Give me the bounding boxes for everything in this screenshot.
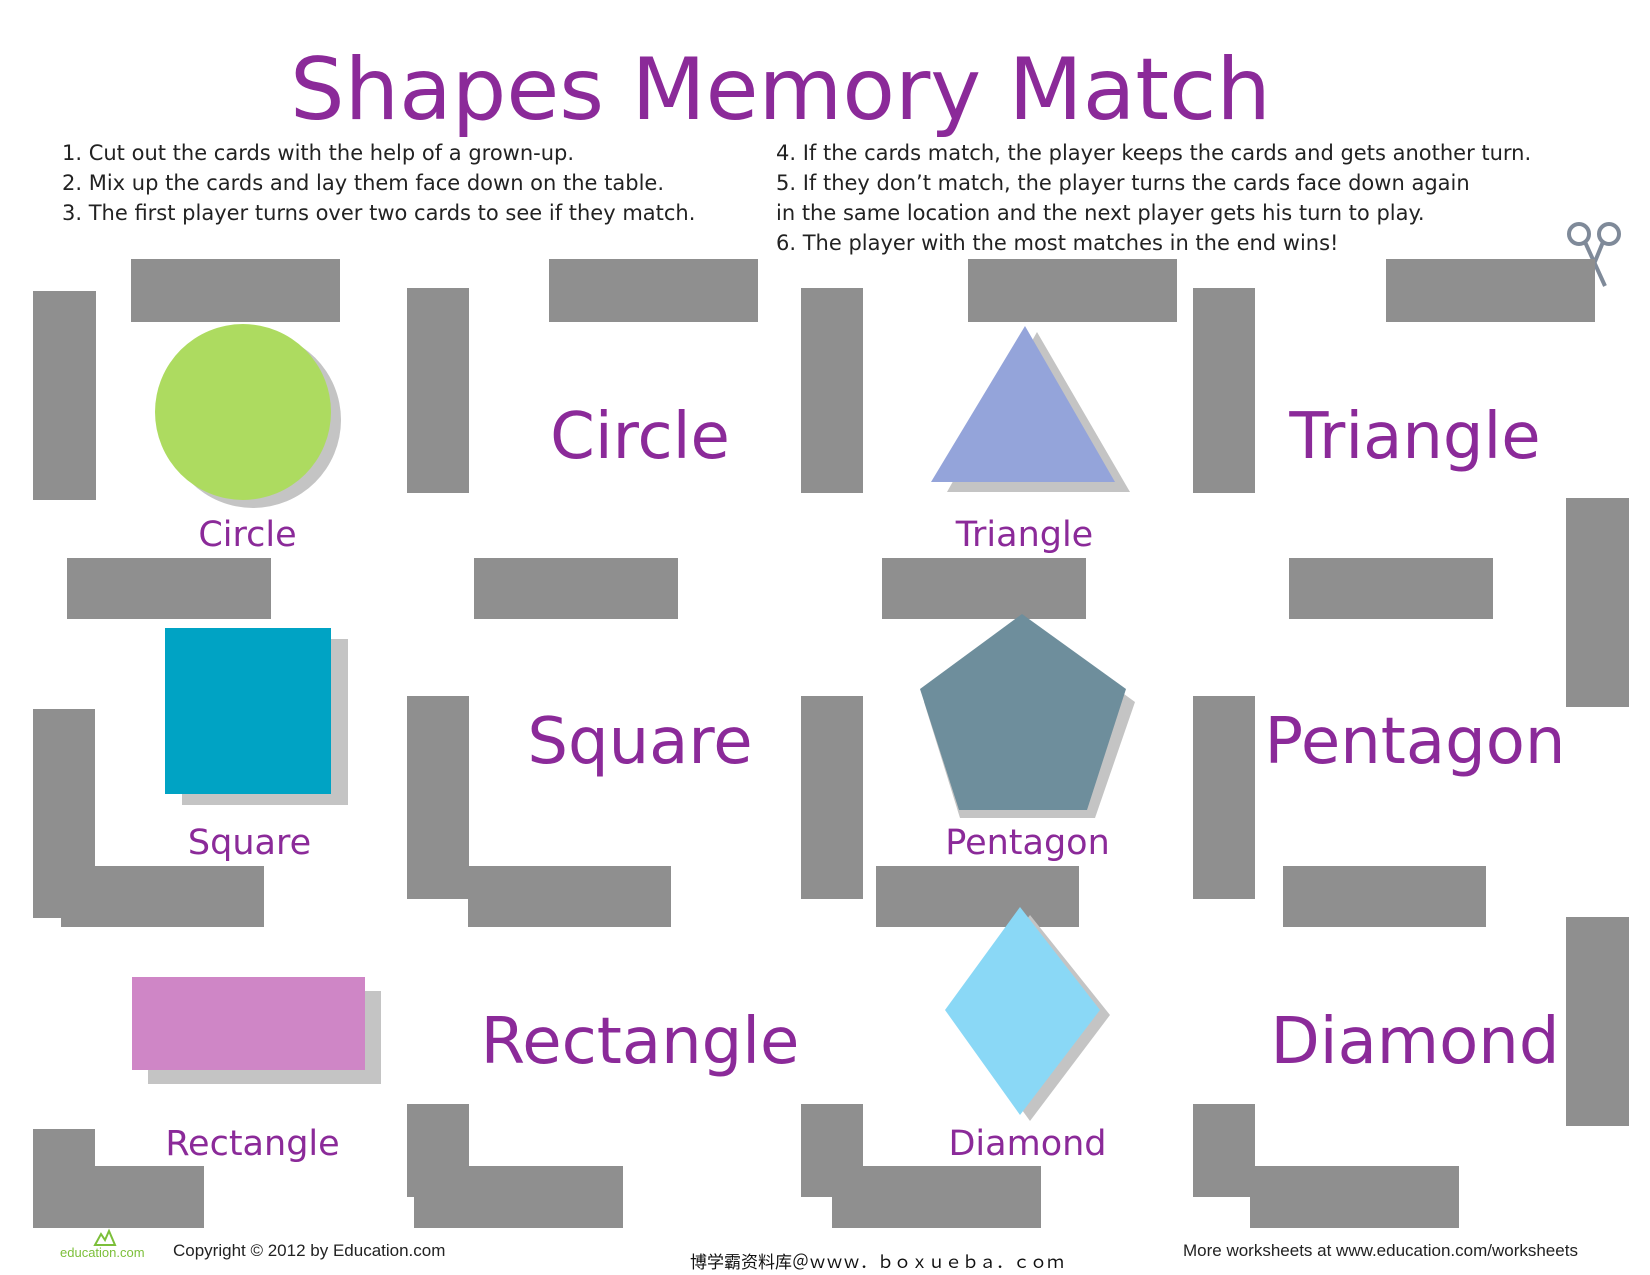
cut-bar — [876, 866, 1079, 927]
pentagon-fill — [920, 614, 1126, 810]
cut-bar — [414, 1166, 623, 1228]
cut-bar — [801, 696, 863, 899]
cut-bar — [33, 291, 96, 500]
circle-fill — [155, 324, 331, 500]
cut-bar — [832, 1166, 1041, 1228]
cut-bar — [801, 288, 863, 493]
cut-bar — [1386, 259, 1595, 322]
cut-bar — [1289, 558, 1493, 619]
word-card-rectangle: Rectangle — [480, 1005, 800, 1079]
word-card-triangle: Triangle — [1289, 400, 1541, 474]
square-fill — [165, 628, 331, 794]
education-logo: education.com — [58, 1228, 150, 1262]
instruction-4: 4. If the cards match, the player keeps … — [776, 141, 1532, 165]
more-worksheets-text: More worksheets at www.education.com/wor… — [1183, 1241, 1578, 1260]
cut-bar — [1193, 288, 1255, 493]
triangle-fill — [931, 326, 1115, 482]
instruction-5: 5. If they don’t match, the player turns… — [776, 171, 1470, 195]
word-card-diamond: Diamond — [1270, 1005, 1560, 1079]
cut-bar — [468, 866, 671, 927]
diamond-shape — [945, 907, 1110, 1121]
cut-bar — [474, 558, 678, 619]
card-label-pentagon: Pentagon — [945, 823, 1110, 863]
instruction-1: 1. Cut out the cards with the help of a … — [62, 141, 575, 165]
instruction-3: 3. The first player turns over two cards… — [62, 201, 696, 225]
card-label-circle: Circle — [198, 515, 297, 555]
instructions-left: 1. Cut out the cards with the help of a … — [62, 138, 695, 228]
logo-mark-icon — [93, 1228, 117, 1246]
cut-bar — [407, 288, 469, 493]
rectangle-shape — [132, 977, 381, 1084]
logo-text: education.com — [60, 1245, 145, 1260]
instructions-right: 4. If the cards match, the player keeps … — [776, 138, 1531, 258]
card-label-rectangle: Rectangle — [165, 1124, 340, 1164]
cut-bar — [1283, 866, 1486, 927]
word-card-circle: Circle — [550, 400, 730, 474]
cut-bar — [61, 1166, 204, 1228]
cut-bar — [882, 558, 1086, 619]
card-label-triangle: Triangle — [955, 515, 1094, 555]
rectangle-fill — [132, 977, 365, 1070]
cut-bar — [1193, 1104, 1255, 1197]
cut-bar — [1566, 498, 1629, 707]
square-shape — [165, 628, 348, 805]
instruction-5-cont: in the same location and the next player… — [776, 201, 1425, 225]
cut-bar — [131, 259, 340, 322]
word-card-pentagon: Pentagon — [1264, 705, 1566, 779]
cut-bar — [67, 558, 271, 619]
card-label-square: Square — [187, 823, 312, 863]
word-card-square: Square — [527, 705, 753, 779]
cut-bar — [549, 259, 758, 322]
page-title: Shapes Memory Match — [290, 40, 1271, 140]
cut-bar — [968, 259, 1177, 322]
cut-bar — [407, 696, 469, 899]
triangle-shape — [931, 326, 1130, 492]
cut-bar — [61, 866, 264, 927]
circle-shape — [155, 324, 341, 508]
cut-bar — [1193, 696, 1255, 899]
watermark-text: 博学霸资料库＠ｗｗｗ．ｂｏｘｕｅｂａ．ｃｏｍ — [690, 1253, 1064, 1273]
cut-bar — [1566, 917, 1629, 1126]
instruction-2: 2. Mix up the cards and lay them face do… — [62, 171, 665, 195]
diamond-fill — [945, 907, 1100, 1115]
copyright-text: Copyright © 2012 by Education.com — [173, 1241, 446, 1260]
pentagon-shape — [920, 614, 1135, 818]
instruction-6: 6. The player with the most matches in t… — [776, 231, 1339, 255]
cut-bar — [1250, 1166, 1459, 1228]
card-label-diamond: Diamond — [948, 1124, 1107, 1164]
